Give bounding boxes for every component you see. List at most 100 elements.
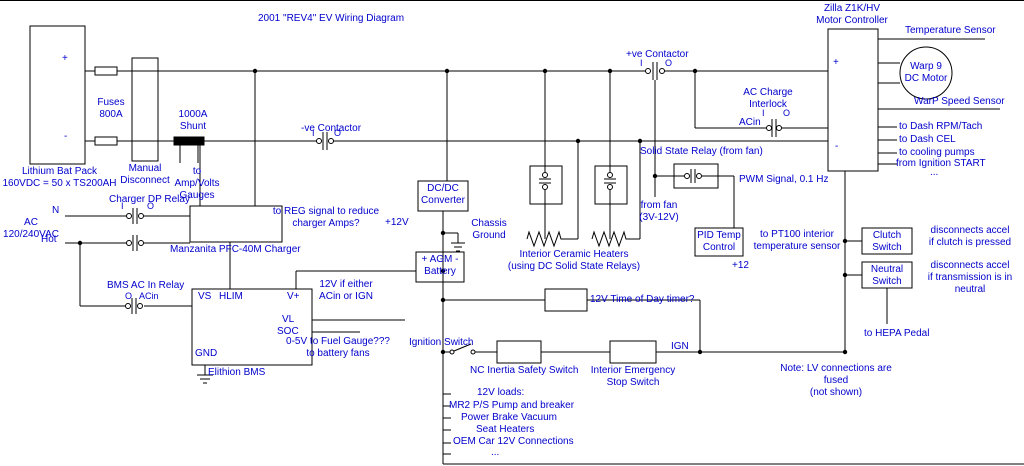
ignition-switch-label: Ignition Switch — [409, 337, 474, 348]
nc-inertia-box — [496, 340, 542, 364]
zilla-ellipsis-label: ... — [930, 167, 939, 178]
chassis-ground-label: Chassis Ground — [471, 218, 507, 241]
load-item-label: Seat Heaters — [476, 424, 535, 435]
dash-rpm-label: to Dash RPM/Tach — [899, 121, 983, 132]
ignition-start-label: from Ignition START — [896, 158, 986, 169]
load-item-label: MR2 P/S Pump and breaker — [449, 400, 575, 411]
ac-mains-label: AC 120/240VAC — [3, 217, 59, 240]
interlock-i-label: I — [762, 108, 765, 118]
hepa-pedal-label: to HEPA Pedal — [864, 328, 930, 339]
12v-if-either-label: 12V if either ACin or IGN — [319, 279, 373, 302]
tod-timer-label: 12V Time of Day timer? — [590, 294, 695, 305]
resistor-icon — [526, 230, 563, 248]
load-item-label: OEM Car 12V Connections — [453, 436, 574, 447]
clutch-switch-box — [861, 227, 913, 255]
zilla-controller-box — [827, 28, 879, 172]
bms-relay-acin-label: ACin — [139, 291, 159, 301]
load-ellipsis-label: ... — [491, 447, 500, 458]
emergency-stop-box — [609, 340, 657, 364]
bms-ac-in-relay-label: BMS AC In Relay — [107, 280, 185, 291]
neg-contactor-o-label: O — [334, 128, 342, 138]
lithium-pack-label: Lithium Bat Pack 160VDC = 50 x TS200AH — [2, 166, 117, 189]
charger-relay-i-label: I — [121, 201, 124, 211]
ignition-switch-icon — [449, 343, 476, 355]
load-item-label: Power Brake Vacuum — [461, 412, 557, 423]
ign-label: IGN — [671, 341, 689, 352]
pos-contactor-label: +ve Contactor — [626, 49, 689, 60]
shunt-icon — [173, 136, 205, 146]
elithion-bms-box — [191, 288, 313, 366]
neutral-note-label: disconnects accel if transmission is in … — [927, 260, 1013, 295]
from-fan-label: from fan (3V-12V) — [639, 200, 679, 223]
bms-pin-gnd-label: GND — [195, 348, 218, 359]
bms-relay-o-label: O — [125, 291, 133, 301]
junction-dots — [77, 68, 848, 355]
bms-pin-hlim-label: HLIM — [219, 291, 243, 302]
cooling-pumps-label: to cooling pumps — [899, 147, 975, 158]
dcdc-converter-box — [417, 180, 469, 212]
nc-inertia-label: NC Inertia Safety Switch — [470, 365, 579, 376]
emergency-stop-label: Interior Emergency Stop Switch — [590, 365, 676, 388]
pid-temp-box — [694, 227, 744, 257]
charger-dp-relay-icon — [126, 208, 144, 251]
neg-contactor-i-label: I — [312, 128, 315, 138]
dcdc-converter-label: DC/DC Converter — [421, 183, 465, 206]
plus-12v-label: +12V — [385, 217, 409, 228]
fuses-label: Fuses 800A — [97, 97, 125, 120]
12v-loads-title-label: 12V loads: — [477, 387, 525, 398]
dash-cel-label: to Dash CEL — [899, 134, 956, 145]
clutch-switch-label: Clutch Switch — [872, 230, 902, 253]
heater-ssr1-relay-icon — [539, 166, 551, 204]
tod-timer-box — [544, 288, 588, 312]
manual-disconnect-box — [131, 57, 159, 162]
component-boxes — [29, 25, 953, 366]
controller-minus-terminal: - — [835, 141, 839, 152]
fuse-icon — [94, 66, 118, 76]
n-wire-label: N — [52, 205, 60, 216]
interlock-o-label: O — [783, 108, 791, 118]
pid-temp-control-label: PID Temp Control — [697, 230, 741, 253]
clutch-note-label: disconnects accel if clutch is pressed — [928, 225, 1012, 248]
pos-contactor-o-label: O — [665, 58, 673, 68]
amp-volts-gauges-label: to Amp/Volts Gauges — [174, 166, 220, 201]
warp-motor-circle — [899, 46, 953, 100]
hot-wire-label: Hot — [41, 234, 57, 245]
charger-dp-relay-label: Charger DP Relay — [109, 194, 190, 205]
manual-disconnect-label: Manual Disconnect — [120, 163, 170, 186]
manzanita-charger-box — [189, 205, 283, 243]
battery-plus-terminal: + — [62, 53, 68, 64]
agm-battery-box — [415, 251, 465, 283]
warp-motor-label: Warp 9 DC Motor — [904, 61, 948, 84]
resistor-icon — [591, 230, 628, 248]
neutral-switch-label: Neutral Switch — [870, 264, 904, 287]
battery-minus-terminal: - — [64, 131, 68, 142]
pos-contactor-icon — [645, 62, 665, 80]
chassis-ground-icon — [451, 242, 465, 252]
page-title: 2001 "REV4" EV Wiring Diagram — [258, 13, 405, 24]
bms-pin-vl-label: VL — [282, 314, 295, 325]
zilla-controller-label: Zilla Z1K/HV Motor Controller — [816, 3, 888, 26]
manzanita-charger-label: Manzanita PFC-40M Charger — [170, 244, 301, 255]
neg-contactor-label: -ve Contactor — [301, 123, 362, 134]
bms-pin-vplus-label: V+ — [287, 291, 300, 302]
plus-12-label: +12 — [732, 260, 749, 271]
bms-pin-vs-label: VS — [198, 291, 212, 302]
bms-ac-relay-icon — [125, 298, 143, 314]
ssr-from-fan-label: Solid State Relay (from fan) — [640, 146, 763, 157]
neutral-switch-box — [861, 261, 913, 289]
fuse-icon — [94, 136, 118, 146]
reg-signal-label: to REG signal to reduce charger Amps? — [272, 206, 380, 229]
heater-ssr2-relay-icon — [604, 166, 616, 204]
temperature-sensor-label: Temperature Sensor — [905, 25, 996, 36]
pt100-label: to PT100 interior temperature sensor — [753, 229, 841, 252]
agm-battery-label: + AGM - Battery — [421, 254, 459, 277]
lithium-pack-box — [29, 25, 86, 165]
interlock-acin-label: ACin — [739, 117, 761, 128]
neg-contactor-icon — [316, 132, 334, 150]
controller-plus-terminal: + — [833, 57, 839, 68]
pwm-signal-label: PWM Signal, 0.1 Hz — [739, 174, 829, 185]
charger-relay-o-label: O — [147, 201, 155, 211]
shunt-label: 1000A Shunt — [178, 109, 208, 132]
ac-interlock-relay-icon — [766, 119, 782, 137]
